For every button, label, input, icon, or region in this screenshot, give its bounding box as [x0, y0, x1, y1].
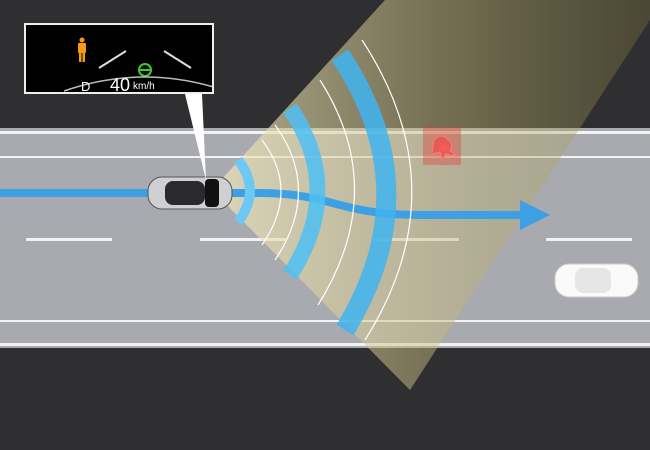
radar-waves	[233, 39, 413, 341]
speed-unit: km/h	[133, 81, 155, 92]
lane-line-bottom	[0, 320, 650, 322]
ego-car	[147, 176, 233, 210]
sensor-beam	[212, 0, 650, 390]
speed-value: 40	[110, 75, 131, 94]
head-up-display: D 40 km/h	[24, 23, 214, 94]
lane-marker-right	[163, 50, 192, 69]
hud-pointer	[185, 94, 206, 180]
path-arrowhead	[520, 200, 550, 230]
detected-pedestrian-hazard	[423, 127, 461, 165]
oncoming-car	[554, 263, 639, 298]
gear-indicator: D	[81, 79, 91, 94]
hud-graphics	[63, 37, 212, 92]
planned-path	[0, 189, 525, 219]
hud-horizon-arc	[63, 76, 212, 92]
lane-marker-left	[98, 50, 127, 69]
road-edge-bottom	[0, 343, 650, 346]
pedestrian-icon	[78, 37, 86, 62]
driver-assist-icon	[138, 63, 152, 77]
